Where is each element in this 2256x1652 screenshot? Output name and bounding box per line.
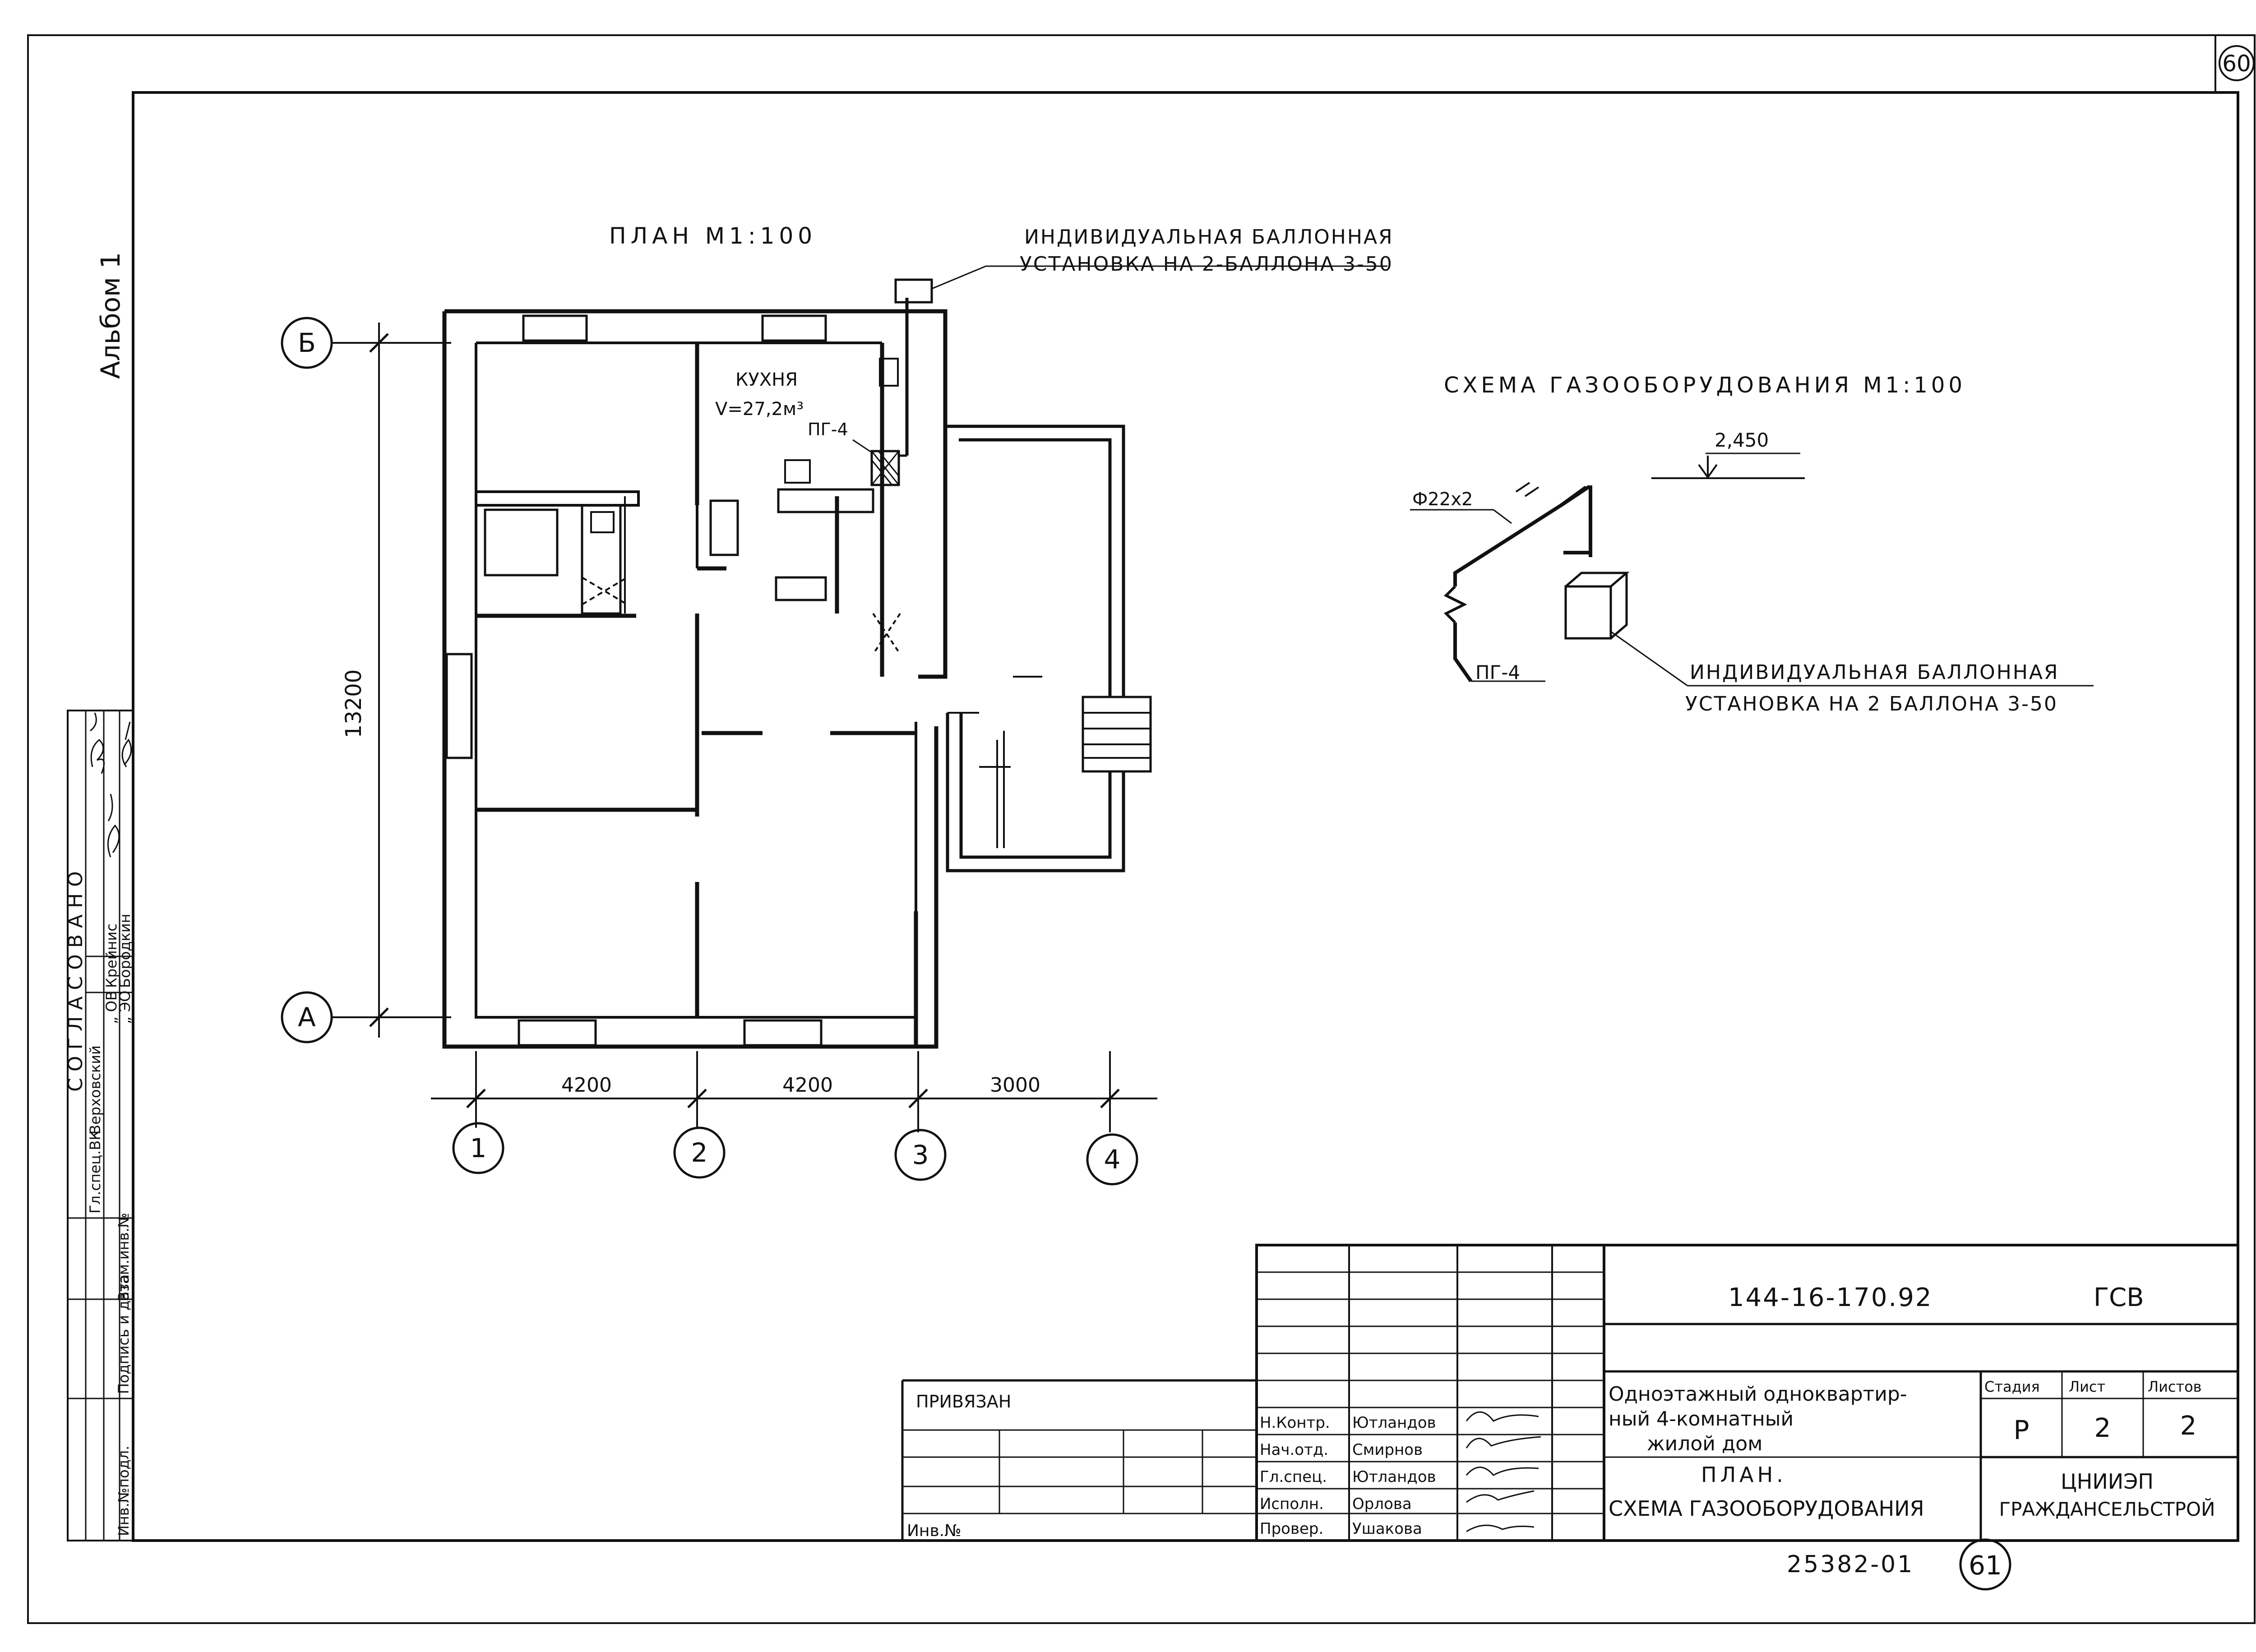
axis-1: 1 — [470, 1133, 487, 1163]
sheets-value: 2 — [2180, 1410, 2197, 1441]
signer-5-name: Ушакова — [1352, 1520, 1422, 1538]
dim-3-4: 3000 — [990, 1074, 1040, 1097]
approval-signature-3 — [121, 721, 132, 767]
signer-1-name: Ютландов — [1352, 1414, 1436, 1432]
approval-row2-role: „ ОВ — [103, 991, 120, 1024]
floor-plan — [442, 265, 1387, 1049]
stamp-vzam-inv: Взам.инв.№ — [115, 1213, 132, 1301]
approval-row3-role: „ ЭО — [116, 991, 134, 1024]
object-line1: Одноэтажный одноквартир- — [1609, 1383, 1907, 1406]
scheme-callout-line2: УСТАНОВКА НА 2 БАЛЛОНА 3-50 — [1685, 692, 2058, 715]
dim-1-2: 4200 — [561, 1074, 612, 1097]
signer-3-name: Ютландов — [1352, 1468, 1436, 1486]
signer-4-name: Орлова — [1352, 1495, 1412, 1513]
dim-vertical: 13200 — [341, 669, 366, 738]
approval-signature-1 — [90, 712, 105, 774]
project-code: 144-16-170.92 — [1728, 1283, 1933, 1312]
outer-sheet-border — [27, 34, 2256, 1624]
sheet-header: Лист — [2069, 1378, 2105, 1395]
plan-stove-symbol — [870, 450, 900, 486]
plan-outer-walls — [442, 309, 948, 1049]
org-line1: ЦНИИЭП — [2061, 1469, 2154, 1494]
sheet-number-bottom-circle — [1959, 1538, 2011, 1591]
approval-row1-role: Гл.спец.ВК — [87, 1130, 104, 1214]
approval-signature-2 — [107, 794, 120, 858]
scheme-stove-label: ПГ-4 — [1475, 661, 1520, 683]
plan-dimensions — [281, 317, 1157, 1186]
title-block — [901, 1244, 2239, 1542]
stamp-inv-podl: Инв.№подл. — [115, 1446, 132, 1536]
approval-row1-name: Верховский — [87, 1045, 104, 1135]
plan-title: ПЛАН М1:100 — [609, 223, 817, 249]
signer-1-role: Н.Контр. — [1260, 1414, 1330, 1432]
plan-callout-line2: УСТАНОВКА НА 2-БАЛЛОНА 3-50 — [1020, 253, 1393, 276]
stamp-sign-date: Подпись и дата — [115, 1274, 132, 1394]
sheet-number-bottom: 61 — [1969, 1550, 2002, 1581]
signer-2-role: Нач.отд. — [1260, 1441, 1328, 1459]
inv-no-label: Инв.№ — [907, 1522, 962, 1540]
plan-callout-line1: ИНДИВИДУАЛЬНАЯ БАЛЛОННАЯ — [1024, 226, 1394, 249]
scheme-title: СХЕМА ГАЗООБОРУДОВАНИЯ М1:100 — [1444, 373, 1966, 398]
kitchen-label: КУХНЯ — [735, 369, 798, 390]
sheets-header: Листов — [2148, 1378, 2202, 1395]
sheet-value: 2 — [2094, 1412, 2111, 1443]
scheme-pipe-label: Ф22х2 — [1412, 489, 1473, 510]
stage-header: Стадия — [1984, 1378, 2040, 1395]
drawing-line1: ПЛАН. — [1701, 1463, 1787, 1487]
signer-2-name: Смирнов — [1352, 1441, 1423, 1459]
gas-scheme — [1410, 452, 2094, 687]
code-number: 25382-01 — [1787, 1551, 1914, 1578]
plan-annex-walls — [945, 425, 1125, 872]
stage-value: Р — [2014, 1415, 2029, 1445]
signer-4-role: Исполн. — [1260, 1495, 1324, 1513]
approval-title: СОГЛАСОВАНО — [64, 865, 87, 1092]
kitchen-volume: V=27,2м³ — [715, 399, 804, 420]
object-line2: ный 4-комнатный — [1609, 1407, 1794, 1431]
plan-cylinder-cabinet — [894, 278, 933, 304]
privyazan-label: ПРИВЯЗАН — [916, 1392, 1011, 1412]
scheme-callout-line1: ИНДИВИДУАЛЬНАЯ БАЛЛОННАЯ — [1690, 661, 2059, 684]
approval-stamp: СОГЛАСОВАНО Гл.спец.ВК Верховский „ ОВ К… — [64, 710, 134, 1541]
object-line3: жилой дом — [1647, 1432, 1762, 1455]
dim-2-3: 4200 — [782, 1074, 833, 1097]
axis-a: А — [298, 1002, 316, 1033]
signer-5-role: Провер. — [1260, 1520, 1323, 1538]
approval-row2-name: Крейнис — [103, 923, 120, 988]
axis-4: 4 — [1104, 1144, 1121, 1175]
axis-3: 3 — [912, 1140, 929, 1170]
sheet-number-top: 60 — [2222, 51, 2251, 77]
signature-marks — [1465, 1411, 1541, 1532]
axis-b: Б — [298, 328, 316, 358]
org-line2: ГРАЖДАНСЕЛЬСТРОЙ — [1999, 1498, 2215, 1520]
scheme-pipe — [1453, 485, 1592, 683]
scheme-cylinder-box — [1564, 572, 1630, 640]
plan-inner-outline — [475, 341, 916, 1019]
scheme-elevation: 2,450 — [1715, 429, 1769, 451]
approval-row3-name: Бородкин — [116, 914, 134, 988]
album-label: Альбом 1 — [95, 252, 126, 379]
sheet-number-top-circle — [2219, 45, 2255, 81]
axis-2: 2 — [691, 1137, 708, 1168]
signer-3-role: Гл.спец. — [1260, 1468, 1327, 1486]
drawing-line2: СХЕМА ГАЗООБОРУДОВАНИЯ — [1609, 1496, 1924, 1521]
document-mark: ГСВ — [2094, 1283, 2144, 1312]
plan-stove-label: ПГ-4 — [808, 420, 848, 439]
